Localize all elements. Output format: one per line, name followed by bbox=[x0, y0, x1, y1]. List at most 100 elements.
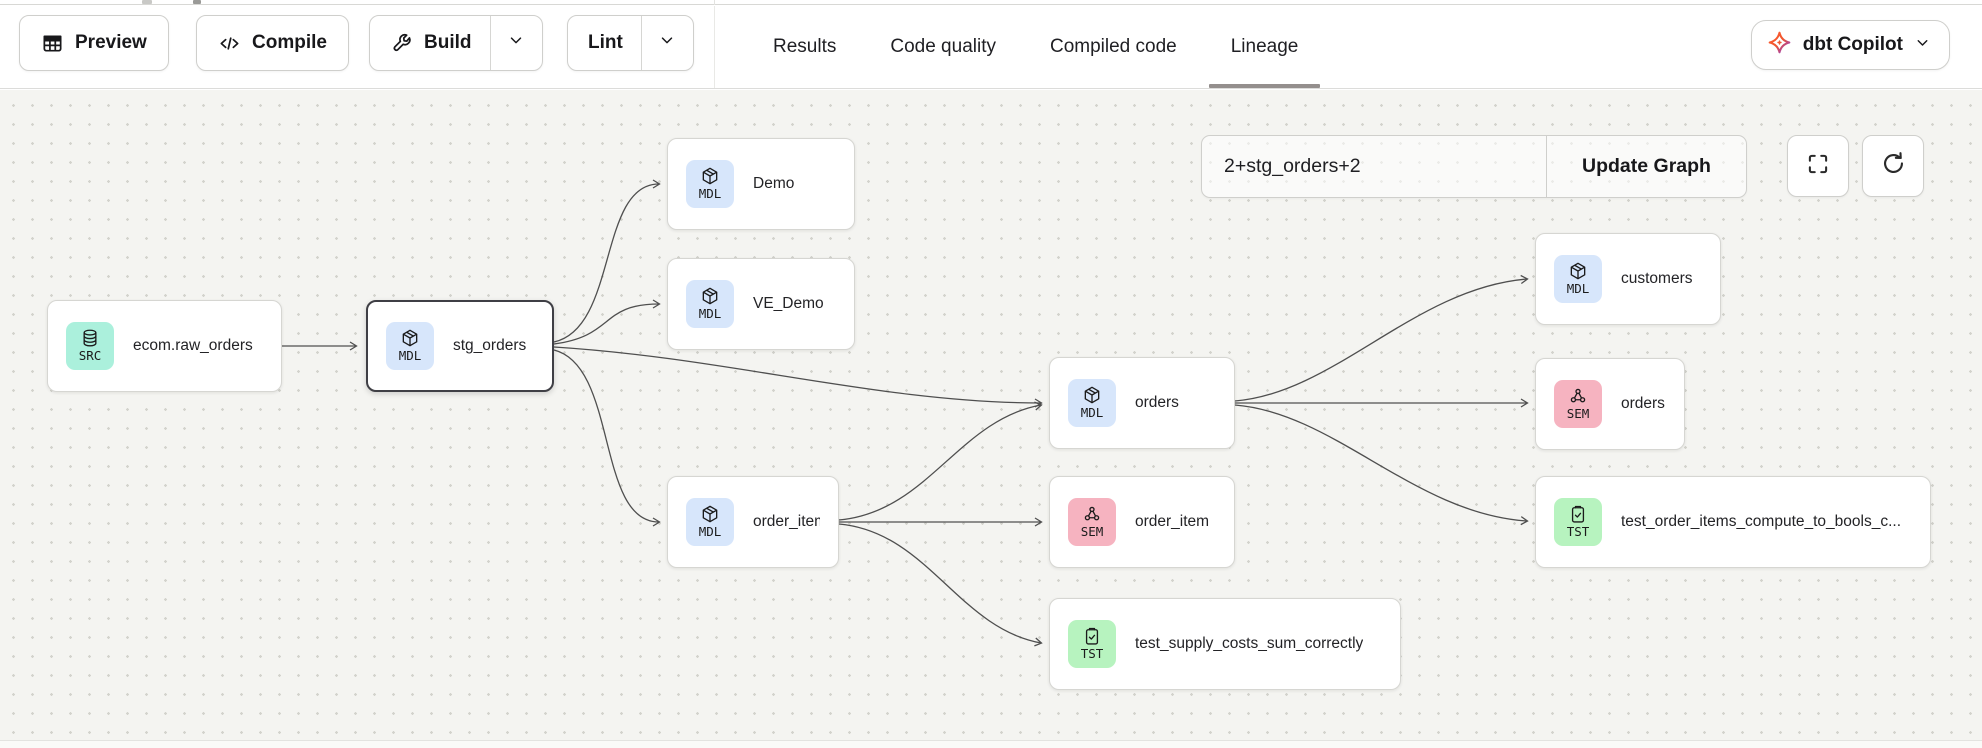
preview-button-label: Preview bbox=[75, 32, 147, 53]
badge-label: SRC bbox=[78, 348, 102, 364]
lineage-selector-bar: Update Graph bbox=[1201, 135, 1747, 198]
dbt-copilot-button[interactable]: dbt Copilot bbox=[1750, 20, 1950, 70]
results-pane-header: Preview Compile Build Lint bbox=[0, 6, 1982, 89]
refresh-icon bbox=[1880, 150, 1907, 182]
edge-stg_orders-to-VE_Demo bbox=[553, 299, 661, 345]
badge-label: TST bbox=[1080, 646, 1104, 662]
tab-results[interactable]: Results bbox=[773, 36, 837, 57]
badge-label: MDL bbox=[698, 186, 722, 202]
update-graph-button[interactable]: Update Graph bbox=[1546, 136, 1746, 197]
tab-compiled-code[interactable]: Compiled code bbox=[1049, 36, 1177, 57]
scroll-mark bbox=[142, 0, 152, 4]
lineage-node-ecom.raw_orders[interactable]: SRC ecom.raw_orders bbox=[47, 300, 282, 392]
node-label: orders bbox=[1621, 395, 1665, 412]
lint-button[interactable]: Lint bbox=[568, 16, 641, 70]
edge-stg_orders-to-orders_model bbox=[553, 346, 1043, 408]
badge-label: MDL bbox=[398, 348, 422, 364]
edge-order_items-to-test_supply_costs_sum_correctly bbox=[838, 523, 1043, 647]
lineage-selector-input[interactable] bbox=[1202, 136, 1546, 197]
fullscreen-button[interactable] bbox=[1787, 135, 1849, 197]
header-divider bbox=[714, 6, 715, 88]
chevron-down-icon bbox=[1914, 34, 1931, 57]
lineage-node-test_order_items[interactable]: TST test_order_items_compute_to_bools_c..… bbox=[1535, 476, 1931, 568]
compile-button-label: Compile bbox=[252, 32, 327, 53]
tab-lineage[interactable]: Lineage bbox=[1204, 6, 1326, 88]
lint-button-group: Lint bbox=[567, 15, 694, 71]
node-label: stg_orders bbox=[453, 337, 527, 354]
database-icon bbox=[80, 328, 100, 348]
node-label: order_item bbox=[1135, 513, 1210, 530]
badge-label: MDL bbox=[1080, 405, 1104, 421]
table-icon bbox=[41, 32, 64, 55]
edge-orders_model-to-customers bbox=[1234, 274, 1529, 402]
badge-label: TST bbox=[1566, 524, 1590, 540]
node-label: ecom.raw_orders bbox=[133, 337, 253, 354]
copilot-sparkle-icon bbox=[1767, 30, 1792, 61]
bottom-statusbar bbox=[0, 740, 1982, 748]
node-badge-mdl: MDL bbox=[1554, 255, 1602, 303]
chevron-down-icon bbox=[658, 31, 676, 55]
results-tabs: Results Code quality Compiled code Lineage bbox=[714, 6, 1325, 88]
badge-label: MDL bbox=[698, 524, 722, 540]
node-badge-src: SRC bbox=[66, 322, 114, 370]
cube-icon bbox=[700, 166, 720, 186]
build-button-group: Build bbox=[369, 15, 543, 71]
lint-dropdown-button[interactable] bbox=[640, 16, 693, 70]
node-badge-mdl: MDL bbox=[386, 322, 434, 370]
refresh-button[interactable] bbox=[1862, 135, 1924, 197]
node-label: test_order_items_compute_to_bools_c... bbox=[1621, 513, 1902, 530]
node-badge-mdl: MDL bbox=[686, 498, 734, 546]
badge-label: MDL bbox=[698, 306, 722, 322]
upper-pane-edge bbox=[0, 0, 1982, 5]
tab-code-quality[interactable]: Code quality bbox=[890, 36, 996, 57]
cube-icon bbox=[1082, 385, 1102, 405]
preview-button[interactable]: Preview bbox=[19, 15, 169, 71]
compile-button[interactable]: Compile bbox=[196, 15, 349, 71]
cube-icon bbox=[700, 286, 720, 306]
edge-order_items-to-orders_model bbox=[838, 401, 1043, 521]
lineage-node-VE_Demo[interactable]: MDL VE_Demo bbox=[667, 258, 855, 350]
scroll-mark bbox=[193, 0, 201, 4]
node-badge-tst: TST bbox=[1068, 620, 1116, 668]
badge-label: SEM bbox=[1080, 524, 1104, 540]
node-label: orders bbox=[1135, 394, 1179, 411]
node-badge-mdl: MDL bbox=[686, 280, 734, 328]
lineage-node-stg_orders[interactable]: MDL stg_orders bbox=[366, 300, 554, 392]
badge-label: MDL bbox=[1566, 281, 1590, 297]
build-dropdown-button[interactable] bbox=[489, 16, 542, 70]
fullscreen-icon bbox=[1805, 151, 1831, 182]
lineage-node-order_item[interactable]: SEM order_item bbox=[1049, 476, 1235, 568]
lineage-node-orders_model[interactable]: MDL orders bbox=[1049, 357, 1235, 449]
lineage-node-test_supply_costs_sum_correctly[interactable]: TST test_supply_costs_sum_correctly bbox=[1049, 598, 1401, 690]
edge-stg_orders-to-Demo bbox=[553, 179, 661, 343]
node-badge-mdl: MDL bbox=[686, 160, 734, 208]
node-badge-mdl: MDL bbox=[1068, 379, 1116, 427]
cube-icon bbox=[700, 504, 720, 524]
node-label: VE_Demo bbox=[753, 295, 824, 312]
wrench-icon bbox=[390, 32, 413, 55]
chevron-down-icon bbox=[507, 31, 525, 55]
build-button[interactable]: Build bbox=[370, 16, 490, 70]
node-label: test_supply_costs_sum_correctly bbox=[1135, 635, 1364, 652]
lineage-node-Demo[interactable]: MDL Demo bbox=[667, 138, 855, 230]
lineage-node-orders_semantic[interactable]: SEM orders bbox=[1535, 358, 1685, 450]
copilot-button-label: dbt Copilot bbox=[1802, 34, 1903, 55]
edge-stg_orders-to-order_items bbox=[553, 349, 661, 527]
clipboard-check-icon bbox=[1082, 626, 1102, 646]
node-badge-sem: SEM bbox=[1554, 380, 1602, 428]
graph-icon bbox=[1082, 504, 1102, 524]
node-label: order_items bbox=[753, 513, 820, 530]
lineage-node-order_items[interactable]: MDL order_items bbox=[667, 476, 839, 568]
clipboard-check-icon bbox=[1568, 504, 1588, 524]
build-button-label: Build bbox=[424, 32, 472, 53]
graph-icon bbox=[1568, 386, 1588, 406]
cube-icon bbox=[1568, 261, 1588, 281]
node-badge-sem: SEM bbox=[1068, 498, 1116, 546]
pane-divider bbox=[714, 0, 715, 5]
cube-icon bbox=[400, 328, 420, 348]
node-badge-tst: TST bbox=[1554, 498, 1602, 546]
lint-button-label: Lint bbox=[588, 32, 623, 53]
node-label: Demo bbox=[753, 175, 795, 192]
